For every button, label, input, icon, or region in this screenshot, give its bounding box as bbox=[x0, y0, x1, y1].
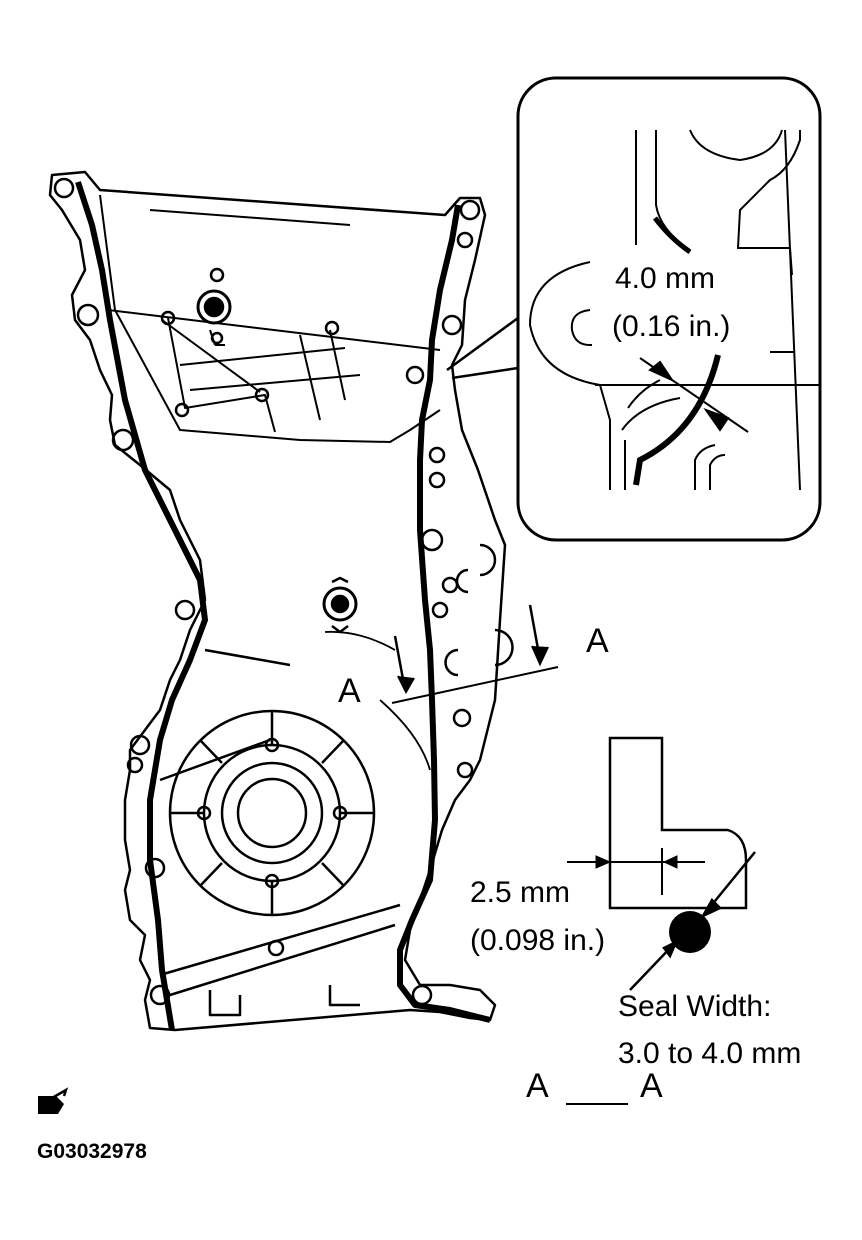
section-view-label-a1: A bbox=[526, 1067, 549, 1105]
bolt-hole bbox=[456, 231, 474, 249]
bolt-hole bbox=[111, 428, 135, 452]
bolt-hole bbox=[420, 528, 444, 552]
bolt-hole bbox=[459, 199, 481, 221]
section-label-left: A bbox=[338, 672, 361, 710]
bolt-hole bbox=[405, 365, 425, 385]
bolt-hole bbox=[209, 267, 225, 283]
section-profile bbox=[608, 736, 748, 910]
inset-drawing bbox=[528, 129, 820, 491]
bolt-hole bbox=[441, 314, 463, 336]
lower-ribs bbox=[159, 903, 401, 1017]
bolt-hole bbox=[126, 756, 144, 774]
crank-node bbox=[264, 737, 280, 753]
bolt-hole bbox=[174, 402, 190, 418]
bolt-hole bbox=[411, 984, 433, 1006]
seal-application-icon bbox=[38, 1087, 69, 1114]
seal-bead bbox=[669, 911, 711, 953]
side-notches bbox=[444, 543, 514, 677]
crank-spokes bbox=[159, 648, 374, 915]
inset-detail bbox=[446, 76, 822, 542]
cover-inner-ribs bbox=[99, 194, 441, 443]
crank-ring-mid bbox=[202, 743, 342, 883]
bolt-hole bbox=[428, 446, 446, 464]
bolt-hole bbox=[452, 708, 472, 728]
figure-code: G03032978 bbox=[37, 1140, 147, 1163]
section-line-aa bbox=[391, 604, 559, 704]
section-curve bbox=[324, 630, 431, 771]
crank-node bbox=[264, 873, 280, 889]
inset-dim-mm: 4.0 mm bbox=[615, 262, 715, 295]
bolt-hole bbox=[431, 601, 449, 619]
crank-node bbox=[332, 805, 348, 821]
bolt-hole bbox=[428, 471, 446, 489]
crank-node bbox=[196, 805, 212, 821]
inset-frame bbox=[516, 76, 822, 542]
seal-width-value: 3.0 to 4.0 mm bbox=[618, 1037, 801, 1070]
bolt-hole bbox=[324, 320, 340, 336]
bolt-hole bbox=[129, 734, 151, 756]
crank-ring-core bbox=[236, 777, 308, 849]
inset-dim-in: (0.16 in.) bbox=[612, 310, 730, 343]
upper-boss-core bbox=[203, 296, 225, 318]
bolt-hole bbox=[441, 576, 459, 594]
crank-ring-inner bbox=[220, 761, 324, 865]
bead-dim-in: (0.098 in.) bbox=[470, 924, 605, 957]
bolt-hole bbox=[254, 387, 270, 403]
timing-cover-drawing bbox=[48, 170, 514, 1032]
bolt-hole bbox=[144, 857, 166, 879]
middle-boss bbox=[322, 586, 358, 622]
middle-boss-core bbox=[330, 594, 350, 614]
cover-outer-outline bbox=[48, 170, 507, 1032]
bolt-hole bbox=[76, 303, 100, 327]
bolt-hole bbox=[160, 310, 176, 326]
bead-dim-mm: 2.5 mm bbox=[470, 876, 570, 909]
sealant-bead-path bbox=[75, 181, 491, 1031]
upper-boss bbox=[196, 289, 232, 325]
inset-leader bbox=[446, 316, 520, 380]
section-view bbox=[567, 736, 756, 991]
seal-width-label: Seal Width: bbox=[618, 990, 771, 1023]
bolt-hole bbox=[149, 984, 171, 1006]
section-view-label-a2: A bbox=[640, 1067, 663, 1105]
bolt-hole bbox=[174, 599, 196, 621]
bolt-hole bbox=[210, 331, 224, 345]
seal-leader-bottom bbox=[629, 945, 673, 991]
bolt-hole bbox=[456, 761, 474, 779]
bolt-hole bbox=[53, 177, 75, 199]
section-label-right: A bbox=[586, 622, 609, 660]
